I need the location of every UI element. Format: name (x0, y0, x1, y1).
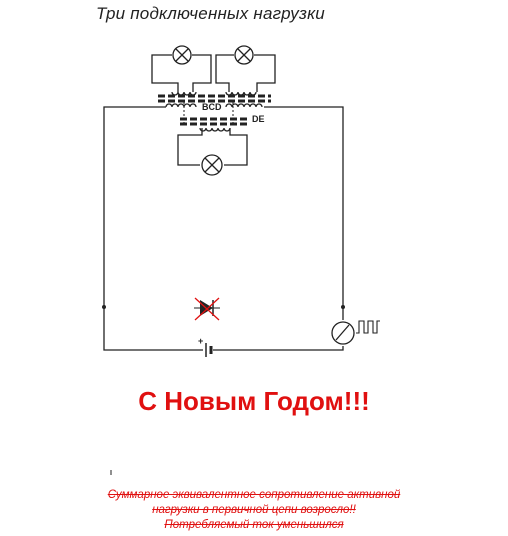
primary-wire-bottom (213, 346, 344, 351)
primary-wire-left (103, 106, 203, 351)
primary-coil (165, 103, 263, 108)
transformer-core (158, 94, 271, 126)
battery-icon (205, 343, 213, 357)
junction-dot (102, 305, 106, 309)
load-loop-3 (177, 128, 248, 166)
lamp-icon (172, 45, 192, 65)
label-de: DE (252, 114, 265, 124)
note-line: Потребляемый ток уменьшился (164, 519, 344, 531)
junction-dot (341, 305, 345, 309)
lamp-icon (201, 154, 223, 176)
diagram-title: Три подключенных нагрузки (96, 4, 325, 23)
label-bcd: BCD (202, 102, 222, 112)
lamp-icon (234, 45, 254, 65)
diode-icon (194, 297, 220, 321)
primary-wire-right (264, 106, 344, 320)
note-line: Суммарное эквивалентное сопротивление ак… (107, 489, 401, 501)
secondary-coil-bottom (199, 127, 231, 132)
strikethrough-note: Суммарное эквивалентное сопротивление ак… (0, 488, 508, 533)
load-loop-1 (151, 54, 212, 92)
pulse-generator-icon (331, 320, 380, 345)
note-line: нагрузки в первичной цепи возросло!! (152, 504, 356, 516)
load-loop-2 (215, 54, 276, 92)
battery-plus-label: + (198, 336, 203, 346)
new-year-greeting: С Новым Годом!!! (138, 386, 370, 416)
